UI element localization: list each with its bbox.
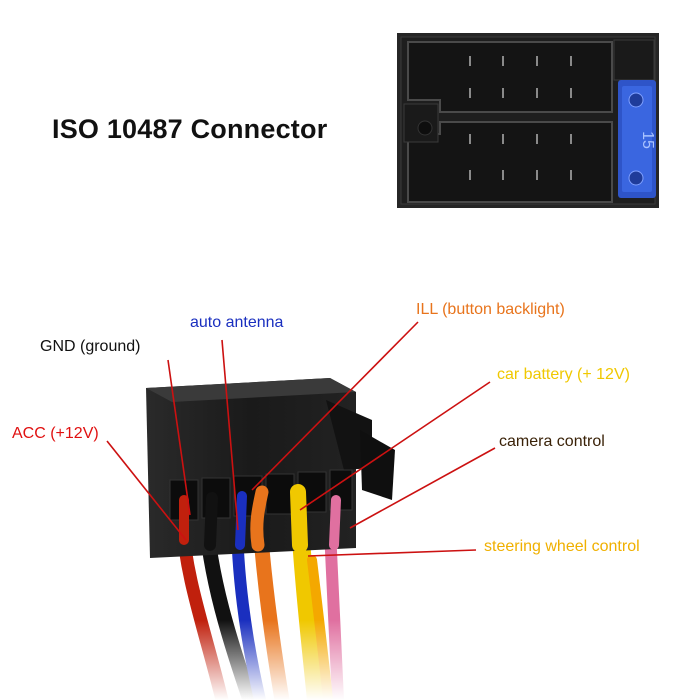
label-car-battery: car battery (+ 12V) [497,366,630,383]
leader-ill [251,321,419,491]
connector-face-photo: 15 [397,33,659,208]
diagram-title: ISO 10487 Connector [52,114,328,144]
label-gnd: GND (ground) [40,338,141,355]
label-ill: ILL (button backlight) [416,301,565,318]
leader-lines [106,321,496,557]
blue-lock-clip: 15 [618,80,656,198]
label-acc: ACC (+12V) [12,425,99,442]
harness-plug-photo [146,378,395,700]
pin-holes [469,56,572,180]
pin-block-lower [407,121,613,203]
leader-gnd [167,359,191,516]
pin-number-marking: 15 [639,131,656,149]
leader-antenna [221,339,239,531]
leader-camera [349,447,496,529]
leader-steering [307,549,477,557]
label-steering-wheel-control: steering wheel control [484,538,640,555]
leader-battery [299,381,491,511]
leader-acc [106,440,187,541]
pin-block-upper [407,41,613,113]
label-auto-antenna: auto antenna [190,314,284,331]
label-camera-control: camera control [499,433,605,450]
